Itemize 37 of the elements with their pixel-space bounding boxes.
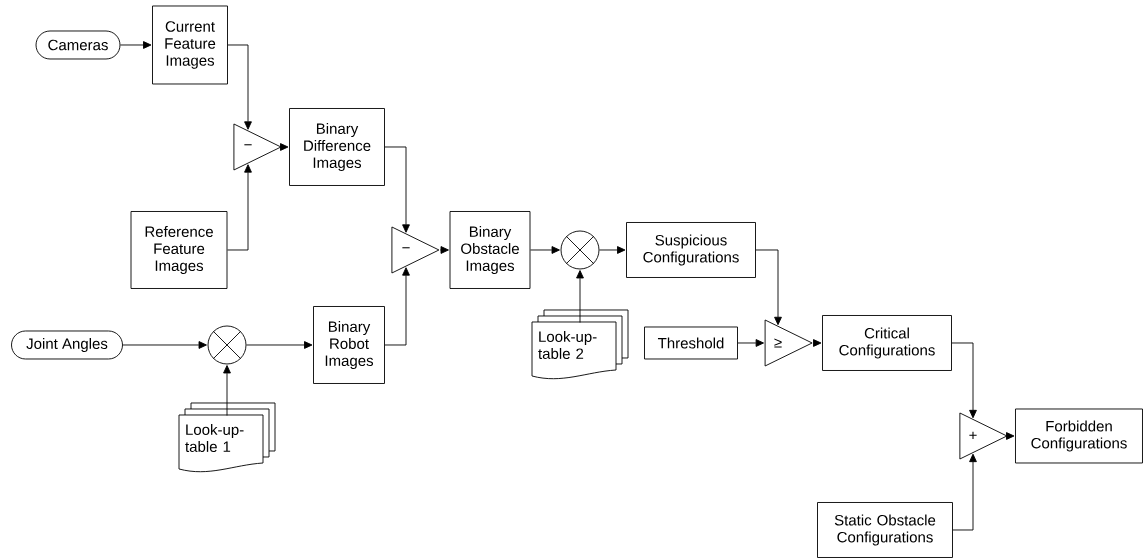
arrow	[1005, 432, 1015, 440]
arrow	[439, 246, 449, 254]
process-box: Suspicious Configurations	[626, 222, 756, 278]
lookup-table-document: Look-up-table 1	[178, 402, 276, 473]
arrow	[530, 246, 560, 254]
operator-triangle: ≥	[764, 319, 813, 367]
process-box: Critical Configurations	[822, 315, 952, 371]
operator-triangle: −	[233, 123, 282, 171]
arrow	[120, 41, 152, 49]
arrow	[384, 267, 410, 346]
process-box: Static Obstacle Configurations	[817, 502, 953, 558]
arrow	[279, 143, 289, 151]
arrow	[952, 453, 977, 531]
arrow	[227, 164, 252, 251]
arrow	[951, 342, 977, 419]
process-box: Forbidden Configurations	[1015, 408, 1143, 464]
process-box: Binary Difference Images	[289, 108, 385, 186]
arrow	[576, 270, 584, 323]
arrow	[812, 339, 822, 347]
process-box: Threshold	[644, 326, 738, 360]
multiplier-circle	[207, 325, 247, 365]
arrow	[223, 365, 231, 416]
arrow	[737, 339, 764, 347]
operator-triangle: −	[391, 226, 440, 274]
operator-triangle: +	[959, 412, 1008, 460]
arrow	[227, 44, 252, 130]
lookup-table-document: Look-up-table 2	[531, 309, 629, 380]
process-box: Binary Obstacle Images	[449, 211, 531, 289]
arrow	[755, 249, 782, 326]
process-box: Reference Feature Images	[130, 211, 228, 289]
arrow	[246, 341, 313, 349]
process-box: Current Feature Images	[152, 5, 228, 85]
arrow	[384, 146, 410, 233]
multiplier-circle	[560, 230, 600, 270]
arrow	[599, 246, 626, 254]
arrow	[122, 341, 207, 349]
process-box: Binary Robot Images	[313, 306, 385, 384]
